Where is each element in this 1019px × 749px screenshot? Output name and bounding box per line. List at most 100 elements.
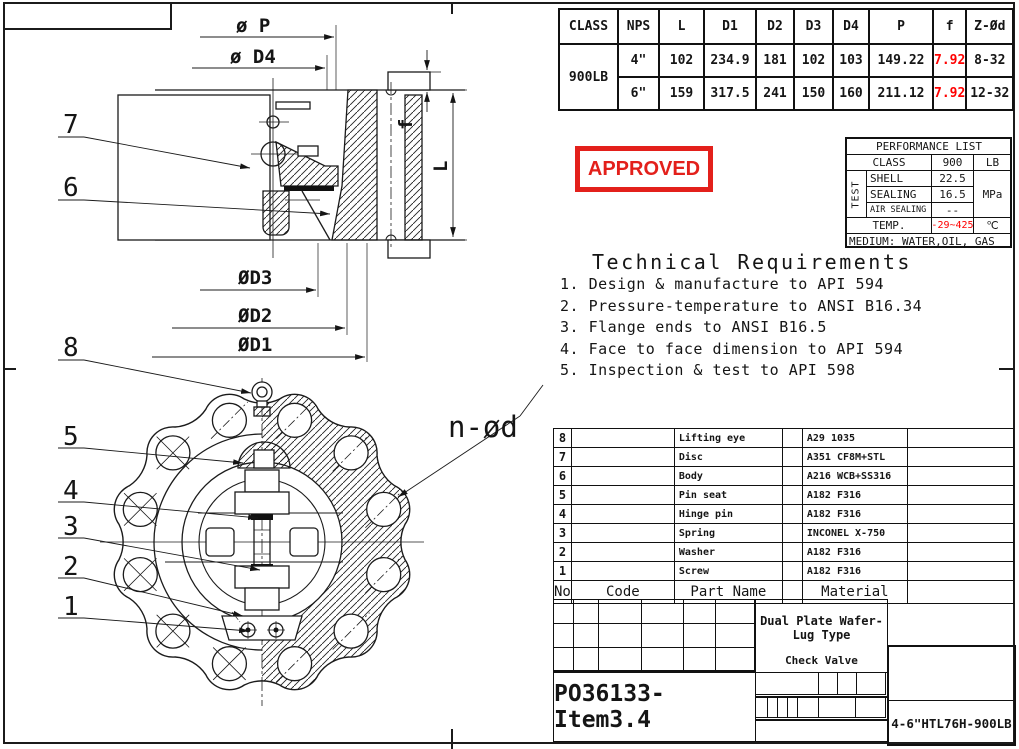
disc-hub-hatch — [262, 190, 290, 236]
title-block-mid-grid-1 — [755, 672, 888, 697]
dim-p-label: ø P — [236, 15, 270, 37]
cell-l: 102 — [658, 43, 705, 78]
balloon-1: 1 — [63, 592, 79, 622]
cell-d4: 160 — [832, 76, 870, 111]
requirement-item: 4. Face to face dimension to API 594 — [560, 339, 904, 358]
center-tick-right — [999, 368, 1015, 370]
performance-list-title: PERFORMANCE LIST — [847, 139, 1011, 155]
section-view-texts: ø P ø D4 f L ØD3 ØD2 ØD1 7 6 8 — [63, 15, 452, 363]
valve-drawing-views: ø P ø D4 f L ØD3 ØD2 ØD1 7 6 8 — [58, 15, 544, 706]
center-tick-bottom — [451, 729, 453, 749]
part-material: A182 F316 — [801, 504, 908, 524]
drawing-title-line1: Dual Plate Wafer-Lug Type — [760, 614, 883, 642]
stop-pin-right — [289, 527, 319, 557]
balloon-2-leader — [83, 577, 244, 617]
cell-d2: 181 — [755, 43, 795, 78]
lug-section-hatch — [404, 94, 423, 241]
col-header: D2 — [755, 8, 795, 45]
col-header: CLASS — [558, 8, 619, 45]
dimension-table: CLASS NPS L D1 D2 D3 D4 P f Z-Ød 900LB 4… — [558, 8, 1015, 111]
balloon-5: 5 — [63, 422, 79, 452]
dim-d3-label: ØD3 — [237, 267, 272, 289]
col-header: D1 — [703, 8, 757, 45]
perf-air-sealing-value: -- — [932, 203, 974, 218]
requirement-item: 1. Design & manufacture to API 594 — [560, 275, 885, 293]
cell-f: 7.92 — [931, 43, 968, 78]
perf-pressure-unit: MPa — [974, 171, 1011, 218]
col-header: f — [931, 8, 968, 45]
balloon-8: 8 — [63, 333, 79, 363]
class-cell: 900LB — [558, 43, 619, 111]
title-block-mid-grid-2 — [755, 697, 888, 720]
table-row: 6" 159 317.5 241 150 160 211.12 7.92 12-… — [559, 76, 1015, 111]
part-material: A351 CF8M+STL — [801, 447, 908, 467]
requirement-item: 2. Pressure-temperature to ANSI B16.34 — [560, 296, 923, 315]
scalloped-flange-outline — [113, 393, 411, 691]
seat-strip — [284, 186, 334, 191]
part-material: A182 F316 — [801, 561, 908, 581]
part-material: A29 1035 — [801, 428, 908, 448]
front-view-texts: 5 4 3 2 1 n-ød — [63, 410, 518, 622]
cell-nps: 6" — [617, 76, 660, 111]
perf-temp-value: -29~425 — [931, 218, 974, 234]
washer-top — [251, 514, 273, 520]
bolt-note-label: n-ød — [448, 410, 518, 444]
balloon-5-leader — [83, 447, 244, 465]
perf-class-unit: LB — [974, 155, 1011, 171]
perf-class-label: CLASS — [847, 155, 932, 171]
perf-temp-unit: ℃ — [974, 218, 1011, 234]
perf-shell-value: 22.5 — [932, 171, 974, 187]
technical-requirements: Technical Requirements 1. Design & manuf… — [558, 250, 1013, 382]
perf-shell-label: SHELL — [867, 171, 932, 187]
balloon-7: 7 — [63, 110, 79, 140]
model-number-box: 4-6"HTL76H-900LB — [887, 645, 1016, 746]
model-number: 4-6"HTL76H-900LB — [889, 700, 1014, 745]
dim-f-label: f — [395, 119, 417, 130]
part-name: Lifting eye — [673, 428, 783, 448]
cell-f: 7.92 — [931, 76, 968, 111]
requirement-item: 3. Flange ends to ANSI B16.5 — [560, 318, 827, 336]
raised-face-bottom — [387, 239, 431, 259]
title-block-mid-empty — [755, 720, 888, 742]
center-tick-top — [451, 2, 453, 14]
front-view — [58, 378, 544, 706]
cell-p: 149.22 — [868, 43, 934, 78]
dimension-table-header: CLASS NPS L D1 D2 D3 D4 P f Z-Ød — [558, 8, 1015, 45]
part-name: Body — [673, 466, 783, 486]
balloon-3-leader — [83, 537, 261, 572]
revision-strip — [3, 2, 172, 30]
body-section-hatch — [331, 89, 378, 241]
part-name: Disc — [673, 447, 783, 467]
cell-d3: 150 — [793, 76, 834, 111]
disc-section-hatch — [275, 140, 339, 187]
part-name: Washer — [673, 542, 783, 562]
stop-pin-left — [205, 527, 235, 557]
drawing-title-cell: Dual Plate Wafer-Lug Type Check Valve — [755, 599, 888, 673]
balloon-6-leader — [83, 199, 331, 217]
part-name: Hinge pin — [673, 504, 783, 524]
part-name: Pin seat — [673, 485, 783, 505]
part-material: A216 WCB+SS316 — [801, 466, 908, 486]
perf-class-value: 900 — [932, 155, 974, 171]
balloon-6: 6 — [63, 173, 79, 203]
title-block-left-grid — [553, 599, 756, 672]
balloon-4: 4 — [63, 476, 79, 506]
cell-d3: 102 — [793, 43, 834, 78]
perf-temp-label: TEMP. — [847, 218, 932, 234]
technical-requirements-title: Technical Requirements — [592, 250, 912, 274]
cell-d1: 317.5 — [703, 76, 757, 111]
part-name: Screw — [673, 561, 783, 581]
drawing-number: PO36133-Item3.4 — [554, 681, 665, 733]
dim-d1-label: ØD1 — [237, 334, 272, 356]
parts-list-header: No Code Part Name Material — [553, 580, 1014, 604]
raised-ring-arc — [153, 433, 263, 651]
part-material: INCONEL X-750 — [801, 523, 908, 543]
cell-p: 211.12 — [868, 76, 934, 111]
